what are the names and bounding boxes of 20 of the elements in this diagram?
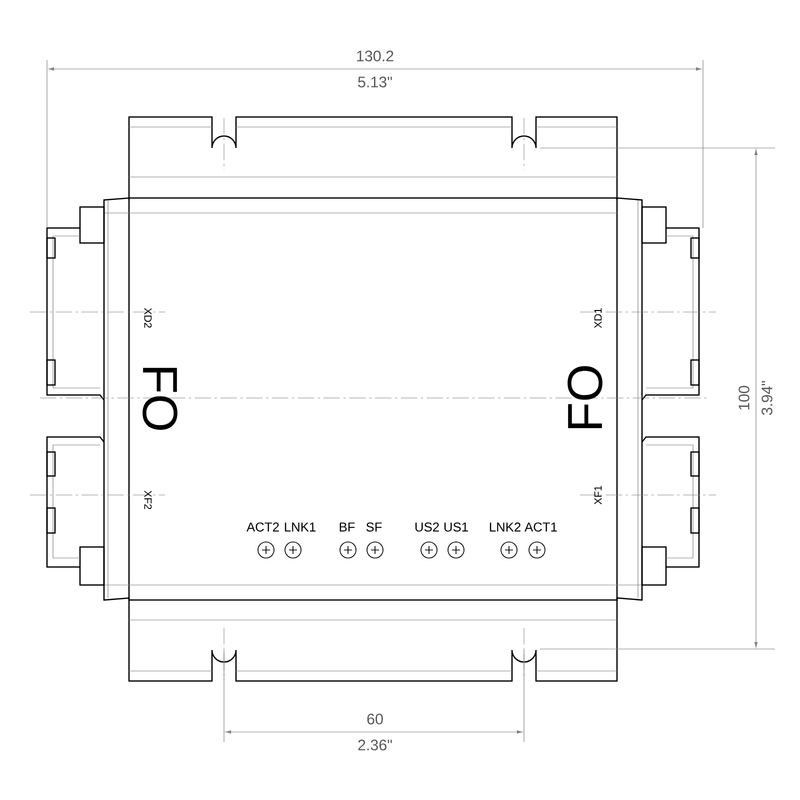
led-label: LNK2 bbox=[490, 522, 520, 532]
port-label: XF1 bbox=[594, 486, 602, 504]
dimension-label: 60 bbox=[367, 714, 383, 724]
dimension-label: 100 bbox=[738, 386, 750, 410]
dimension-label: 5.13" bbox=[358, 76, 392, 88]
led-label: ACT1 bbox=[524, 522, 557, 532]
led-label: LNK1 bbox=[284, 522, 316, 532]
led-label: SF bbox=[366, 522, 382, 532]
port-label: XD2 bbox=[144, 308, 152, 328]
dimension-label: 2.36" bbox=[358, 740, 392, 750]
panel-marking: FO bbox=[568, 366, 602, 428]
dimension-label: 130.2 bbox=[357, 50, 394, 62]
led-label: BF bbox=[340, 522, 355, 532]
dimension-label: 3.94" bbox=[762, 381, 772, 415]
panel-marking: FO bbox=[142, 368, 178, 430]
port-label: XD1 bbox=[594, 308, 602, 328]
port-label: XF2 bbox=[144, 490, 152, 510]
led-label: ACT2 bbox=[246, 522, 279, 532]
led-label: US1 bbox=[444, 522, 468, 532]
led-label: US2 bbox=[415, 522, 439, 532]
